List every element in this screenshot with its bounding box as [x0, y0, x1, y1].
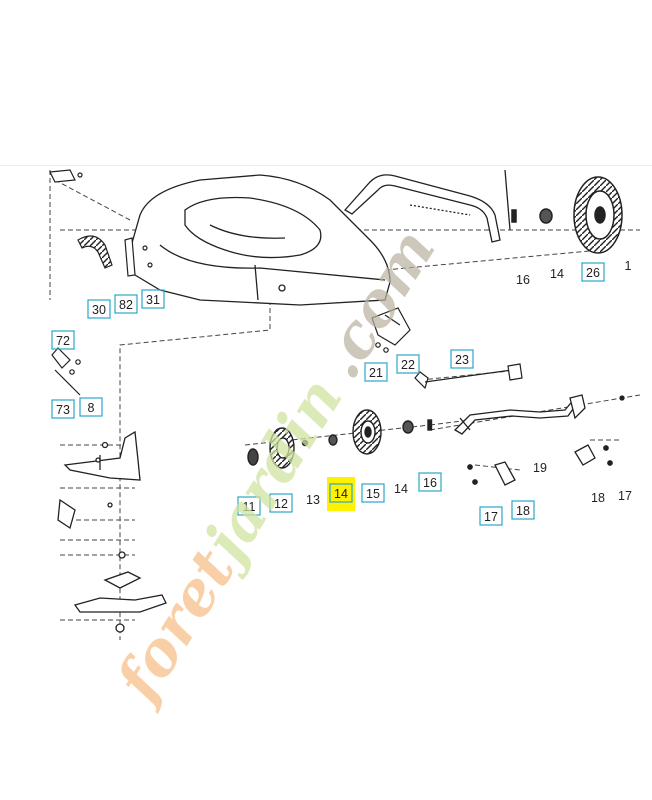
watermark-part-2: jardin [185, 366, 356, 582]
top-left-bracket [49, 169, 83, 183]
label-part-17-box: 17 [484, 510, 498, 524]
label-part-19: 19 [533, 461, 547, 475]
label-part-16: 16 [423, 476, 437, 490]
part-labels: 1 16 14 26 30 82 31 72 73 8 21 22 23 11 … [56, 259, 632, 524]
label-part-73: 73 [56, 403, 70, 417]
label-part-21: 21 [369, 366, 383, 380]
motor-housing [57, 430, 141, 559]
rear-wheel [511, 176, 623, 254]
label-part-17: 17 [618, 489, 632, 503]
side-plate-parts [77, 235, 153, 277]
highlight-box [327, 477, 355, 511]
lever-assembly [51, 347, 81, 396]
label-part-1: 1 [625, 259, 632, 273]
cutting-blade [73, 571, 167, 633]
label-part-30: 30 [92, 303, 106, 317]
label-part-8: 8 [88, 401, 95, 415]
label-part-23: 23 [455, 353, 469, 367]
label-part-15: 15 [366, 487, 380, 501]
label-part-14-highlighted: 14 [334, 487, 348, 501]
handle-bar [343, 169, 511, 243]
label-part-18-box: 18 [516, 504, 530, 518]
label-part-11: 11 [243, 500, 256, 514]
axle-rod [414, 363, 523, 390]
label-part-12: 12 [274, 497, 288, 511]
label-part-14-wheel: 14 [394, 482, 408, 496]
label-boxes [51, 262, 605, 526]
label-part-22: 22 [401, 358, 415, 372]
label-part-82: 82 [119, 298, 133, 312]
front-axle [453, 394, 625, 486]
height-adjuster [371, 307, 411, 353]
blank-header-area [0, 0, 652, 168]
label-part-13: 13 [306, 493, 320, 507]
label-part-72: 72 [56, 334, 70, 348]
divider [0, 165, 652, 166]
front-wheel-assembly [247, 409, 433, 469]
label-part-26: 26 [586, 266, 600, 280]
label-part-31: 31 [146, 293, 160, 307]
label-part-14-top: 14 [550, 267, 564, 281]
mower-deck [129, 174, 391, 306]
label-part-18: 18 [591, 491, 605, 505]
label-part-16-top: 16 [516, 273, 530, 287]
